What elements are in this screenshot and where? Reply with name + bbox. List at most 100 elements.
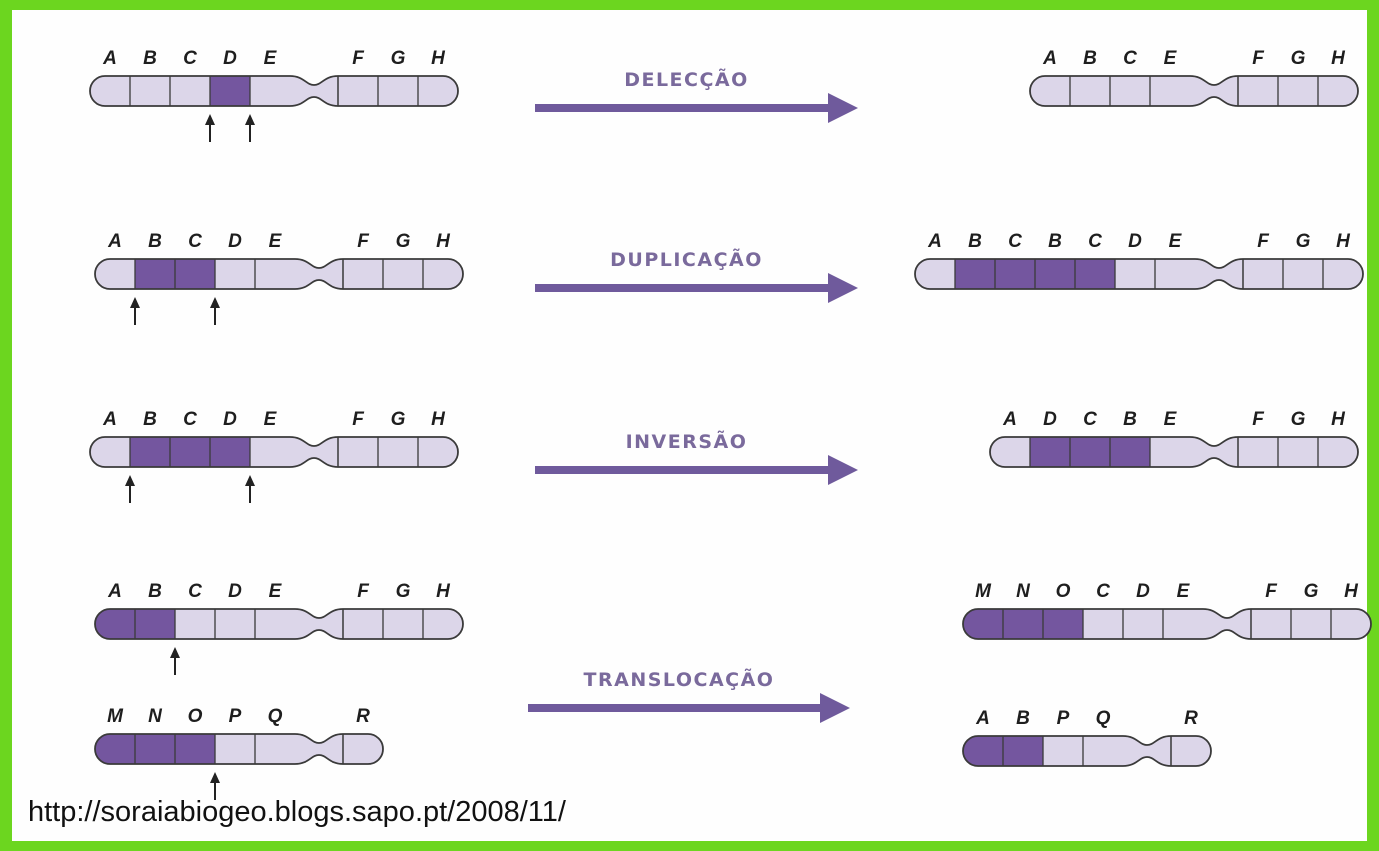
gene-segment	[1155, 259, 1196, 289]
gene-letter: G	[396, 581, 411, 602]
gene-letter: C	[1088, 231, 1102, 252]
gene-segment	[1035, 259, 1076, 289]
gene-segment	[383, 259, 424, 289]
gene-segment	[1083, 736, 1124, 766]
gene-letter: A	[107, 231, 122, 252]
gene-segment	[1115, 259, 1156, 289]
gene-segment	[250, 76, 291, 106]
gene-letter: H	[431, 48, 446, 69]
gene-segment	[1070, 437, 1111, 467]
gene-segment	[1003, 736, 1044, 766]
gene-segment	[210, 76, 251, 106]
gene-segment	[175, 609, 216, 639]
gene-letter: A	[1002, 409, 1017, 430]
gene-segment	[418, 437, 458, 467]
gene-letter: E	[1169, 231, 1183, 252]
gene-letter: H	[1336, 231, 1351, 252]
gene-segment	[255, 734, 296, 764]
centromere	[295, 609, 344, 639]
gene-letter: H	[431, 409, 446, 430]
gene-segment	[1030, 437, 1071, 467]
gene-letter: A	[975, 708, 990, 729]
gene-letter: M	[107, 706, 124, 727]
gene-letter: F	[1257, 231, 1270, 252]
gene-segment	[170, 437, 211, 467]
breakpoint-arrow	[210, 772, 220, 800]
gene-letter: A	[1042, 48, 1057, 69]
gene-letter: A	[107, 581, 122, 602]
gene-letter: G	[1304, 581, 1319, 602]
gene-letter: F	[1252, 409, 1265, 430]
gene-letter: B	[143, 48, 157, 69]
gene-letter: C	[188, 231, 202, 252]
gene-segment	[1291, 609, 1332, 639]
gene-segment	[135, 734, 176, 764]
breakpoint-arrow	[170, 647, 180, 675]
mutation-arrow: TRANSLOCAÇÃO	[528, 667, 850, 723]
gene-letter: C	[1008, 231, 1022, 252]
gene-letter: H	[1331, 409, 1346, 430]
gene-letter: B	[148, 581, 162, 602]
breakpoint-arrow	[245, 475, 255, 503]
gene-segment	[130, 76, 171, 106]
gene-segment	[1278, 76, 1319, 106]
gene-letter: E	[1164, 48, 1178, 69]
gene-segment	[1123, 609, 1164, 639]
gene-letter: M	[975, 581, 992, 602]
gene-segment	[130, 437, 171, 467]
gene-segment	[95, 609, 136, 639]
gene-letter: C	[188, 581, 202, 602]
gene-letter: O	[188, 706, 203, 727]
gene-segment	[175, 734, 216, 764]
gene-letter: B	[1123, 409, 1137, 430]
gene-segment	[338, 76, 379, 106]
gene-segment	[1318, 76, 1358, 106]
gene-segment	[215, 609, 256, 639]
gene-letter: H	[1344, 581, 1359, 602]
gene-segment	[210, 437, 251, 467]
gene-segment	[423, 609, 463, 639]
gene-segment	[90, 76, 131, 106]
gene-letter: B	[968, 231, 982, 252]
gene-segment	[423, 259, 463, 289]
gene-segment	[1278, 437, 1319, 467]
gene-letter: O	[1056, 581, 1071, 602]
gene-segment	[1110, 76, 1151, 106]
gene-letter: D	[1043, 409, 1057, 430]
centromere	[295, 259, 344, 289]
gene-letter: C	[1083, 409, 1097, 430]
gene-segment	[343, 609, 384, 639]
breakpoint-arrow	[130, 297, 140, 325]
gene-letter: N	[1016, 581, 1031, 602]
gene-letter: E	[264, 409, 278, 430]
gene-segment	[255, 259, 296, 289]
breakpoint-arrow	[245, 114, 255, 142]
gene-segment	[1251, 609, 1292, 639]
gene-letter: D	[1136, 581, 1150, 602]
gene-segment	[1075, 259, 1116, 289]
centromere	[295, 734, 344, 764]
gene-letter: R	[356, 706, 370, 727]
gene-letter: A	[102, 48, 117, 69]
gene-segment	[135, 259, 176, 289]
gene-segment	[1171, 736, 1211, 766]
gene-segment	[383, 609, 424, 639]
gene-segment	[1043, 609, 1084, 639]
gene-letter: F	[352, 409, 365, 430]
gene-letter: G	[1296, 231, 1311, 252]
gene-letter: H	[436, 231, 451, 252]
gene-letter: H	[436, 581, 451, 602]
gene-segment	[343, 259, 384, 289]
mutation-label: TRANSLOCAÇÃO	[584, 667, 775, 691]
breakpoint-arrow	[210, 297, 220, 325]
gene-segment	[255, 609, 296, 639]
centromere	[1203, 609, 1252, 639]
